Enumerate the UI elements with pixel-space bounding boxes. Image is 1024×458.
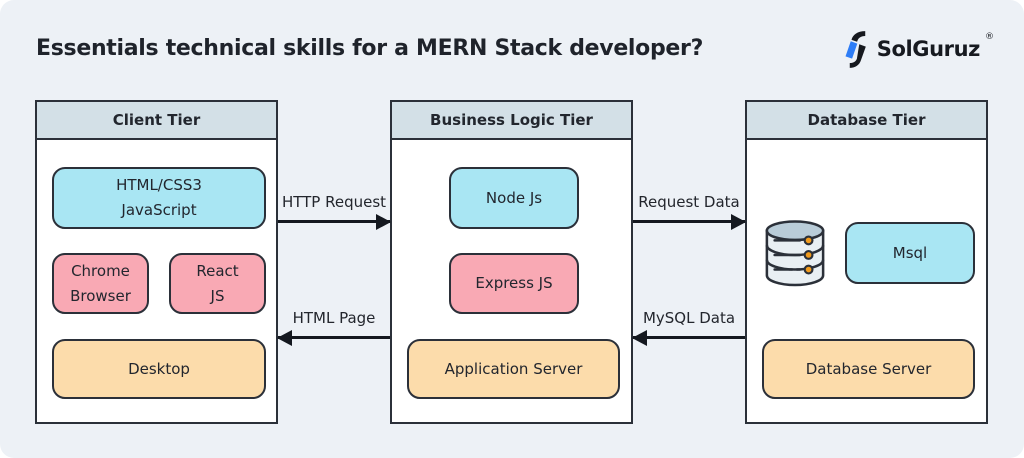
node-application-server: Application Server xyxy=(407,339,620,399)
node-desktop: Desktop xyxy=(52,339,266,399)
panel-title: Database Tier xyxy=(807,111,926,129)
node-msql: Msql xyxy=(845,222,975,284)
panel-database-tier: Database Tier Msql Database Server xyxy=(745,100,988,424)
panel-client-tier: Client Tier HTML/CSS3 JavaScript Chrome … xyxy=(35,100,278,424)
panel-business-logic-tier: Business Logic Tier Node Js Express JS A… xyxy=(390,100,633,424)
arrow-label-request-data: Request Data xyxy=(638,193,740,211)
solguruz-logo-text: SolGuruz xyxy=(876,37,981,61)
node-chrome-browser: Chrome Browser xyxy=(52,253,149,314)
panel-client-tier-body: HTML/CSS3 JavaScript Chrome Browser Reac… xyxy=(37,140,276,422)
node-html-css-javascript: HTML/CSS3 JavaScript xyxy=(52,167,266,229)
arrow-label-html-page: HTML Page xyxy=(292,309,376,327)
arrow-label-http-request: HTTP Request xyxy=(281,193,387,211)
panel-database-tier-header: Database Tier xyxy=(747,102,986,140)
node-label-line: JS xyxy=(210,286,225,305)
node-label-line: JavaScript xyxy=(121,201,197,219)
node-react-js: React JS xyxy=(169,253,266,314)
arrow-mysql-data: MySQL Data xyxy=(633,309,745,339)
database-cylinder-icon xyxy=(765,220,825,287)
panel-business-logic-tier-header: Business Logic Tier xyxy=(392,102,631,140)
node-label-line: Browser xyxy=(70,286,131,305)
solguruz-logo: SolGuruz ® xyxy=(843,26,994,72)
arrow-label-mysql-data: MySQL Data xyxy=(642,309,736,327)
arrow-html-page: HTML Page xyxy=(278,309,390,339)
node-database-server: Database Server xyxy=(762,339,975,399)
panel-title: Business Logic Tier xyxy=(430,111,593,129)
page-title: Essentials technical skills for a MERN S… xyxy=(36,36,704,61)
node-express-js: Express JS xyxy=(449,253,579,314)
node-label-line: Msql xyxy=(892,243,928,262)
arrow-request-data: Request Data xyxy=(633,193,745,223)
arrow-http-request: HTTP Request xyxy=(278,193,390,223)
node-label-line: React xyxy=(196,261,239,280)
node-label-line: Express JS xyxy=(475,274,553,293)
solguruz-logo-icon xyxy=(845,30,866,68)
node-label-line: Chrome xyxy=(71,261,130,280)
node-label-line: HTML/CSS3 xyxy=(116,176,202,195)
node-label-line: Database Server xyxy=(805,359,932,378)
registered-mark: ® xyxy=(985,32,994,42)
panel-title: Client Tier xyxy=(112,111,201,129)
node-label-line: Node Js xyxy=(485,188,543,207)
panel-client-tier-header: Client Tier xyxy=(37,102,276,140)
panel-database-tier-body: Msql Database Server xyxy=(747,140,986,422)
node-node-js: Node Js xyxy=(449,167,579,229)
node-label-line: Desktop xyxy=(128,359,190,378)
node-label-line: Application Server xyxy=(444,359,583,378)
panel-business-logic-tier-body: Node Js Express JS Application Server xyxy=(392,140,631,422)
